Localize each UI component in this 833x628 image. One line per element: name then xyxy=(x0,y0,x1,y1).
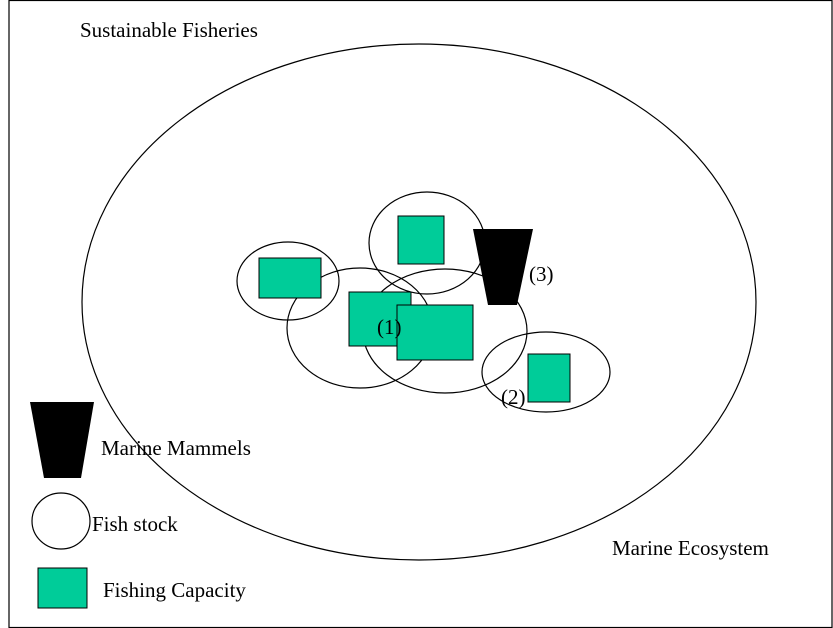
marine-mammal-shape xyxy=(473,229,533,305)
fishing-capacity-rect xyxy=(396,304,474,361)
marker-3-label: (3) xyxy=(529,262,554,286)
legend-fish-stock-label: Fish stock xyxy=(92,512,178,536)
legend: Marine Mammels Fish stock Fishing Capaci… xyxy=(30,402,251,609)
fishing-capacity-rect xyxy=(397,215,445,265)
marine-ecosystem-ellipse xyxy=(81,43,757,561)
fishing-capacity-rect xyxy=(258,257,322,299)
marker-1-label: (1) xyxy=(377,315,402,339)
title-label: Sustainable Fisheries xyxy=(80,18,258,42)
circle-icon xyxy=(31,492,91,550)
legend-mammals-label: Marine Mammels xyxy=(101,436,251,460)
fishing-capacity-rect xyxy=(527,353,571,403)
marker-2-label: (2) xyxy=(501,385,526,409)
trapezoid-icon xyxy=(30,402,94,478)
legend-fishing-capacity-label: Fishing Capacity xyxy=(103,578,246,602)
square-icon xyxy=(37,567,88,609)
marine-ecosystem-label: Marine Ecosystem xyxy=(612,536,769,560)
fish-stock-ellipse xyxy=(481,331,611,413)
